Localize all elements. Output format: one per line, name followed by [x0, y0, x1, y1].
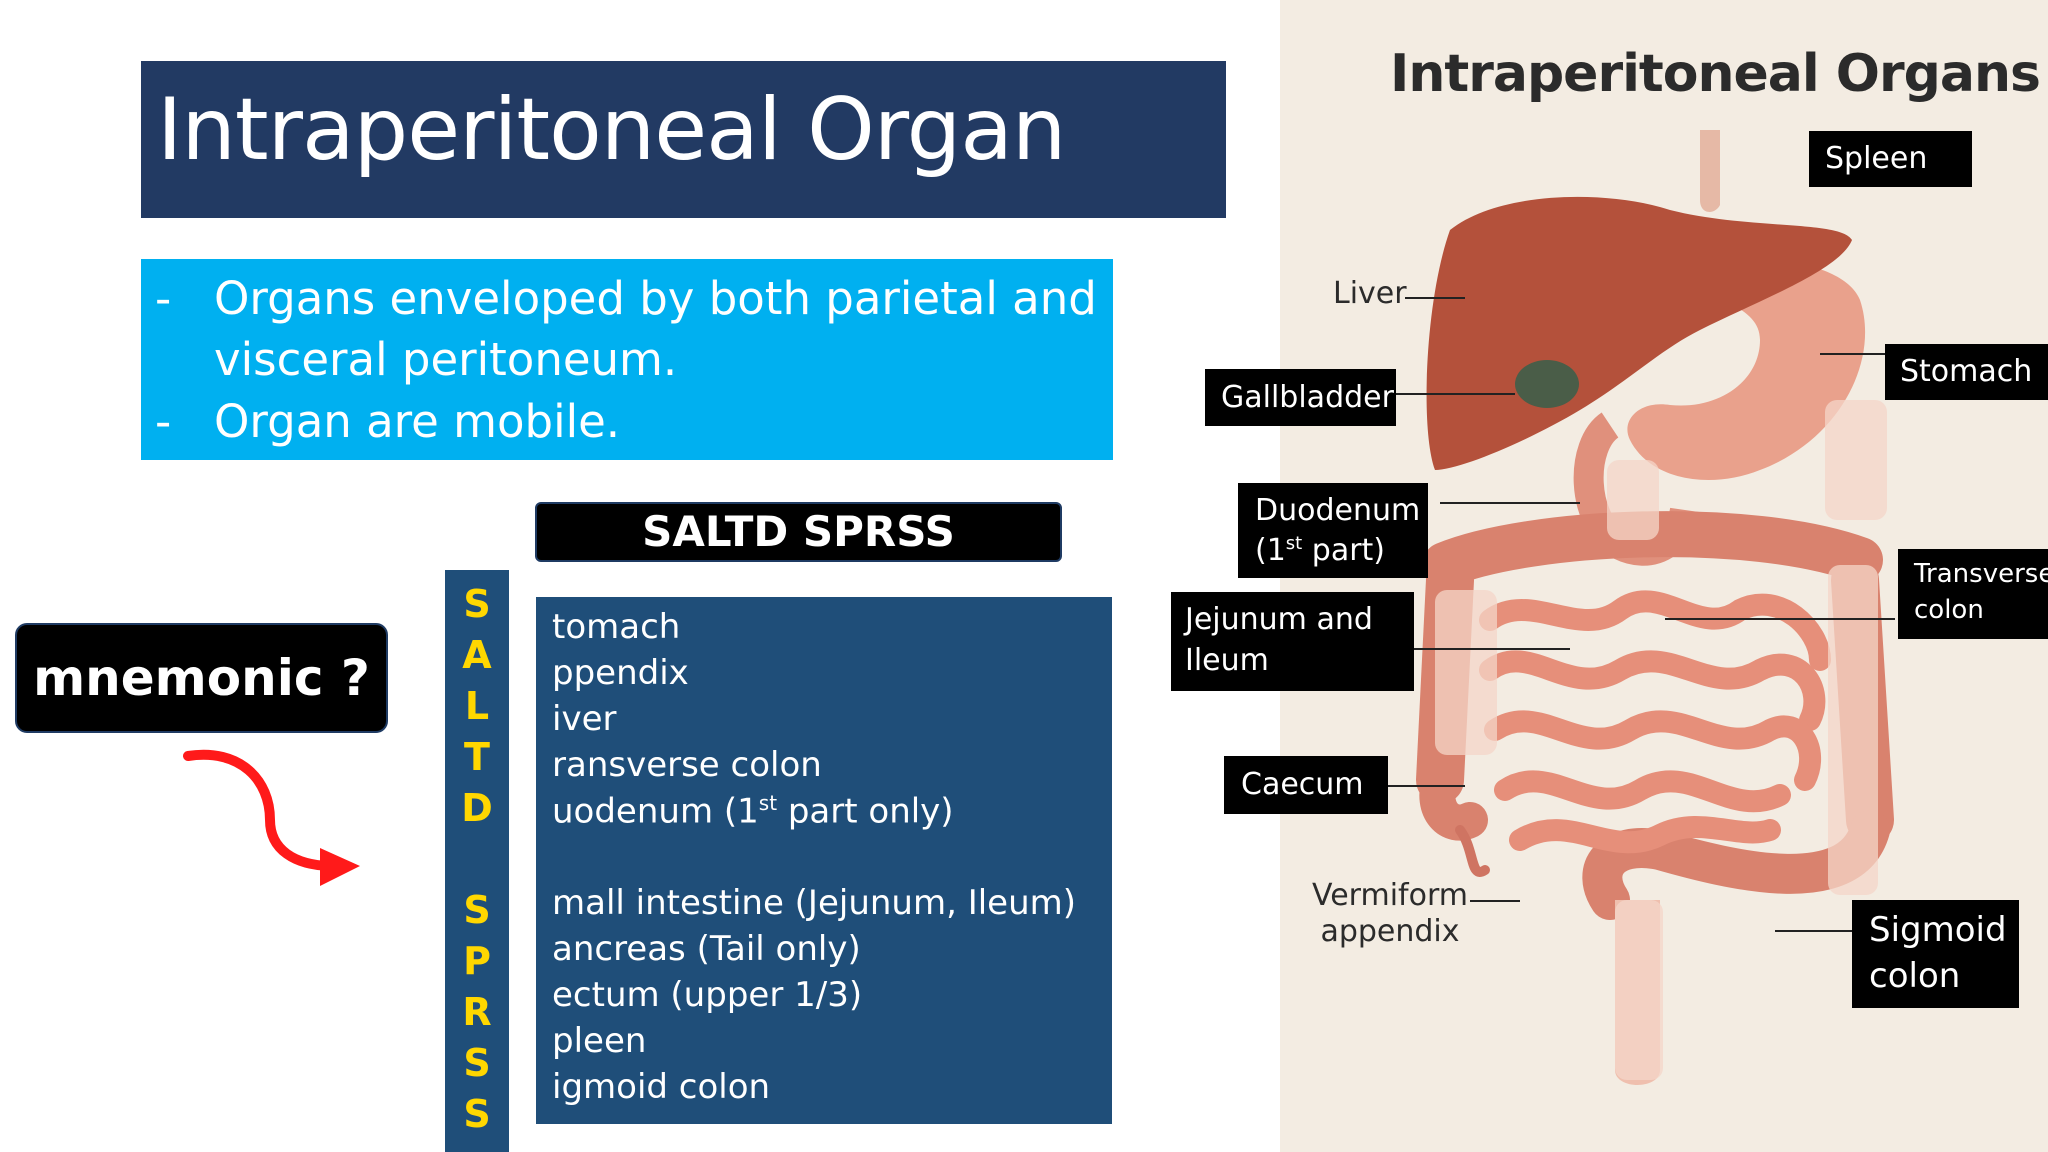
label-text: Gallbladder: [1221, 380, 1394, 415]
list-item-text: part only): [777, 791, 954, 832]
leader-line: [1470, 900, 1520, 902]
leader-line: [1440, 502, 1580, 504]
mnemonic-letter: L: [464, 684, 490, 728]
mnemonic-letter: S: [463, 1041, 491, 1085]
diagram-title: Intraperitoneal Organs: [1390, 44, 2041, 104]
label-sigmoid-colon: Sigmoid colon: [1852, 900, 2019, 1008]
list-item: ransverse colon: [552, 745, 822, 785]
list-item: ancreas (Tail only): [552, 929, 861, 969]
label-caecum: Caecum: [1224, 756, 1388, 814]
list-item: igmoid colon: [552, 1067, 771, 1107]
overlay-patch: [1828, 565, 1878, 895]
leader-line: [1385, 785, 1465, 787]
organ-list: tomach ppendix iver ransverse colon uode…: [536, 597, 1112, 1124]
mnemonic-letter: R: [462, 990, 492, 1034]
leader-line: [1665, 618, 1895, 620]
leader-line: [1820, 353, 1885, 355]
label-jejunum-ileum: Jejunum and Ileum: [1171, 592, 1414, 691]
label-text-part: (1: [1255, 533, 1286, 568]
list-item: tomach: [552, 607, 681, 647]
mnemonic-letter: S: [463, 1092, 491, 1136]
label-text: Transverse: [1914, 559, 2048, 589]
superscript: st: [1285, 533, 1303, 554]
definition-line-2: visceral peritoneum.: [214, 333, 678, 386]
label-text: Caecum: [1241, 767, 1364, 802]
overlay-patch: [1435, 590, 1497, 755]
definition-line-3: Organ are mobile.: [214, 395, 621, 448]
label-gallbladder: Gallbladder: [1205, 369, 1396, 426]
label-text: Vermiform: [1312, 878, 1468, 913]
label-text: Stomach: [1900, 354, 2033, 389]
label-spleen: Spleen: [1809, 131, 1972, 187]
small-intestine-shape: [1479, 590, 1831, 854]
leader-line: [1395, 393, 1515, 395]
superscript: st: [758, 791, 778, 815]
definition-line-1: Organs enveloped by both parietal and: [214, 272, 1097, 325]
mnemonic-letter: P: [463, 939, 491, 983]
gallbladder-shape: [1515, 360, 1579, 408]
list-item: mall intestine (Jejunum, Ileum): [552, 883, 1077, 923]
mnemonic-header: SALTD SPRSS: [535, 502, 1062, 562]
appendix-shape: [1455, 825, 1490, 877]
mnemonic-letter: S: [463, 582, 491, 626]
leader-line: [1405, 297, 1465, 299]
label-transverse-colon: Transverse colon: [1898, 549, 2048, 639]
caecum-shape: [1419, 762, 1488, 841]
stomach-shape: [1627, 258, 1866, 480]
mnemonic-letters-column: S A L T D S P R S S: [445, 570, 509, 1152]
mnemonic-letter: D: [461, 786, 493, 830]
list-item: ectum (upper 1/3): [552, 975, 863, 1015]
label-text: Sigmoid: [1869, 910, 2007, 950]
label-text: Duodenum: [1255, 493, 1421, 528]
leader-line: [1410, 648, 1570, 650]
digestive-organs-illustration: [1416, 130, 1894, 1085]
mnemonic-letter: A: [462, 633, 492, 677]
label-duodenum: Duodenum (1st part): [1238, 483, 1428, 578]
list-item: iver: [552, 699, 617, 739]
label-text: appendix: [1320, 914, 1460, 949]
curved-arrow-icon: [183, 749, 360, 886]
page-title: Intraperitoneal Organ: [157, 80, 1066, 180]
label-text-part: part): [1302, 533, 1385, 568]
label-text: colon: [1914, 595, 1984, 625]
label-text: (1st part): [1255, 533, 1385, 568]
mnemonic-header-text: SALTD SPRSS: [642, 507, 955, 556]
label-stomach: Stomach: [1885, 344, 2048, 400]
list-item: pleen: [552, 1021, 647, 1061]
overlay-patch: [1615, 900, 1663, 1080]
definition-box: [141, 259, 1113, 460]
label-text: Spleen: [1825, 141, 1928, 176]
label-text: colon: [1869, 956, 1961, 996]
esophagus-shape: [1700, 130, 1720, 212]
mnemonic-letter: S: [463, 888, 491, 932]
list-item: ppendix: [552, 653, 689, 693]
list-item: uodenum (1st part only): [552, 791, 954, 831]
label-liver: Liver: [1333, 276, 1407, 311]
bullet-dash: -: [155, 395, 172, 448]
overlay-patch: [1825, 400, 1887, 520]
mnemonic-button[interactable]: mnemonic ?: [15, 623, 388, 733]
mnemonic-letter: T: [464, 735, 490, 779]
mnemonic-button-label: mnemonic ?: [33, 649, 370, 707]
overlay-patch: [1607, 460, 1659, 540]
label-text: Ileum: [1185, 643, 1269, 678]
title-banner: [141, 61, 1226, 218]
bullet-dash: -: [155, 272, 172, 325]
label-vermiform-appendix: Vermiform appendix: [1300, 878, 1480, 950]
leader-line: [1775, 930, 1855, 932]
label-text: Jejunum and: [1185, 602, 1373, 637]
list-item-text: uodenum (1: [552, 791, 759, 832]
